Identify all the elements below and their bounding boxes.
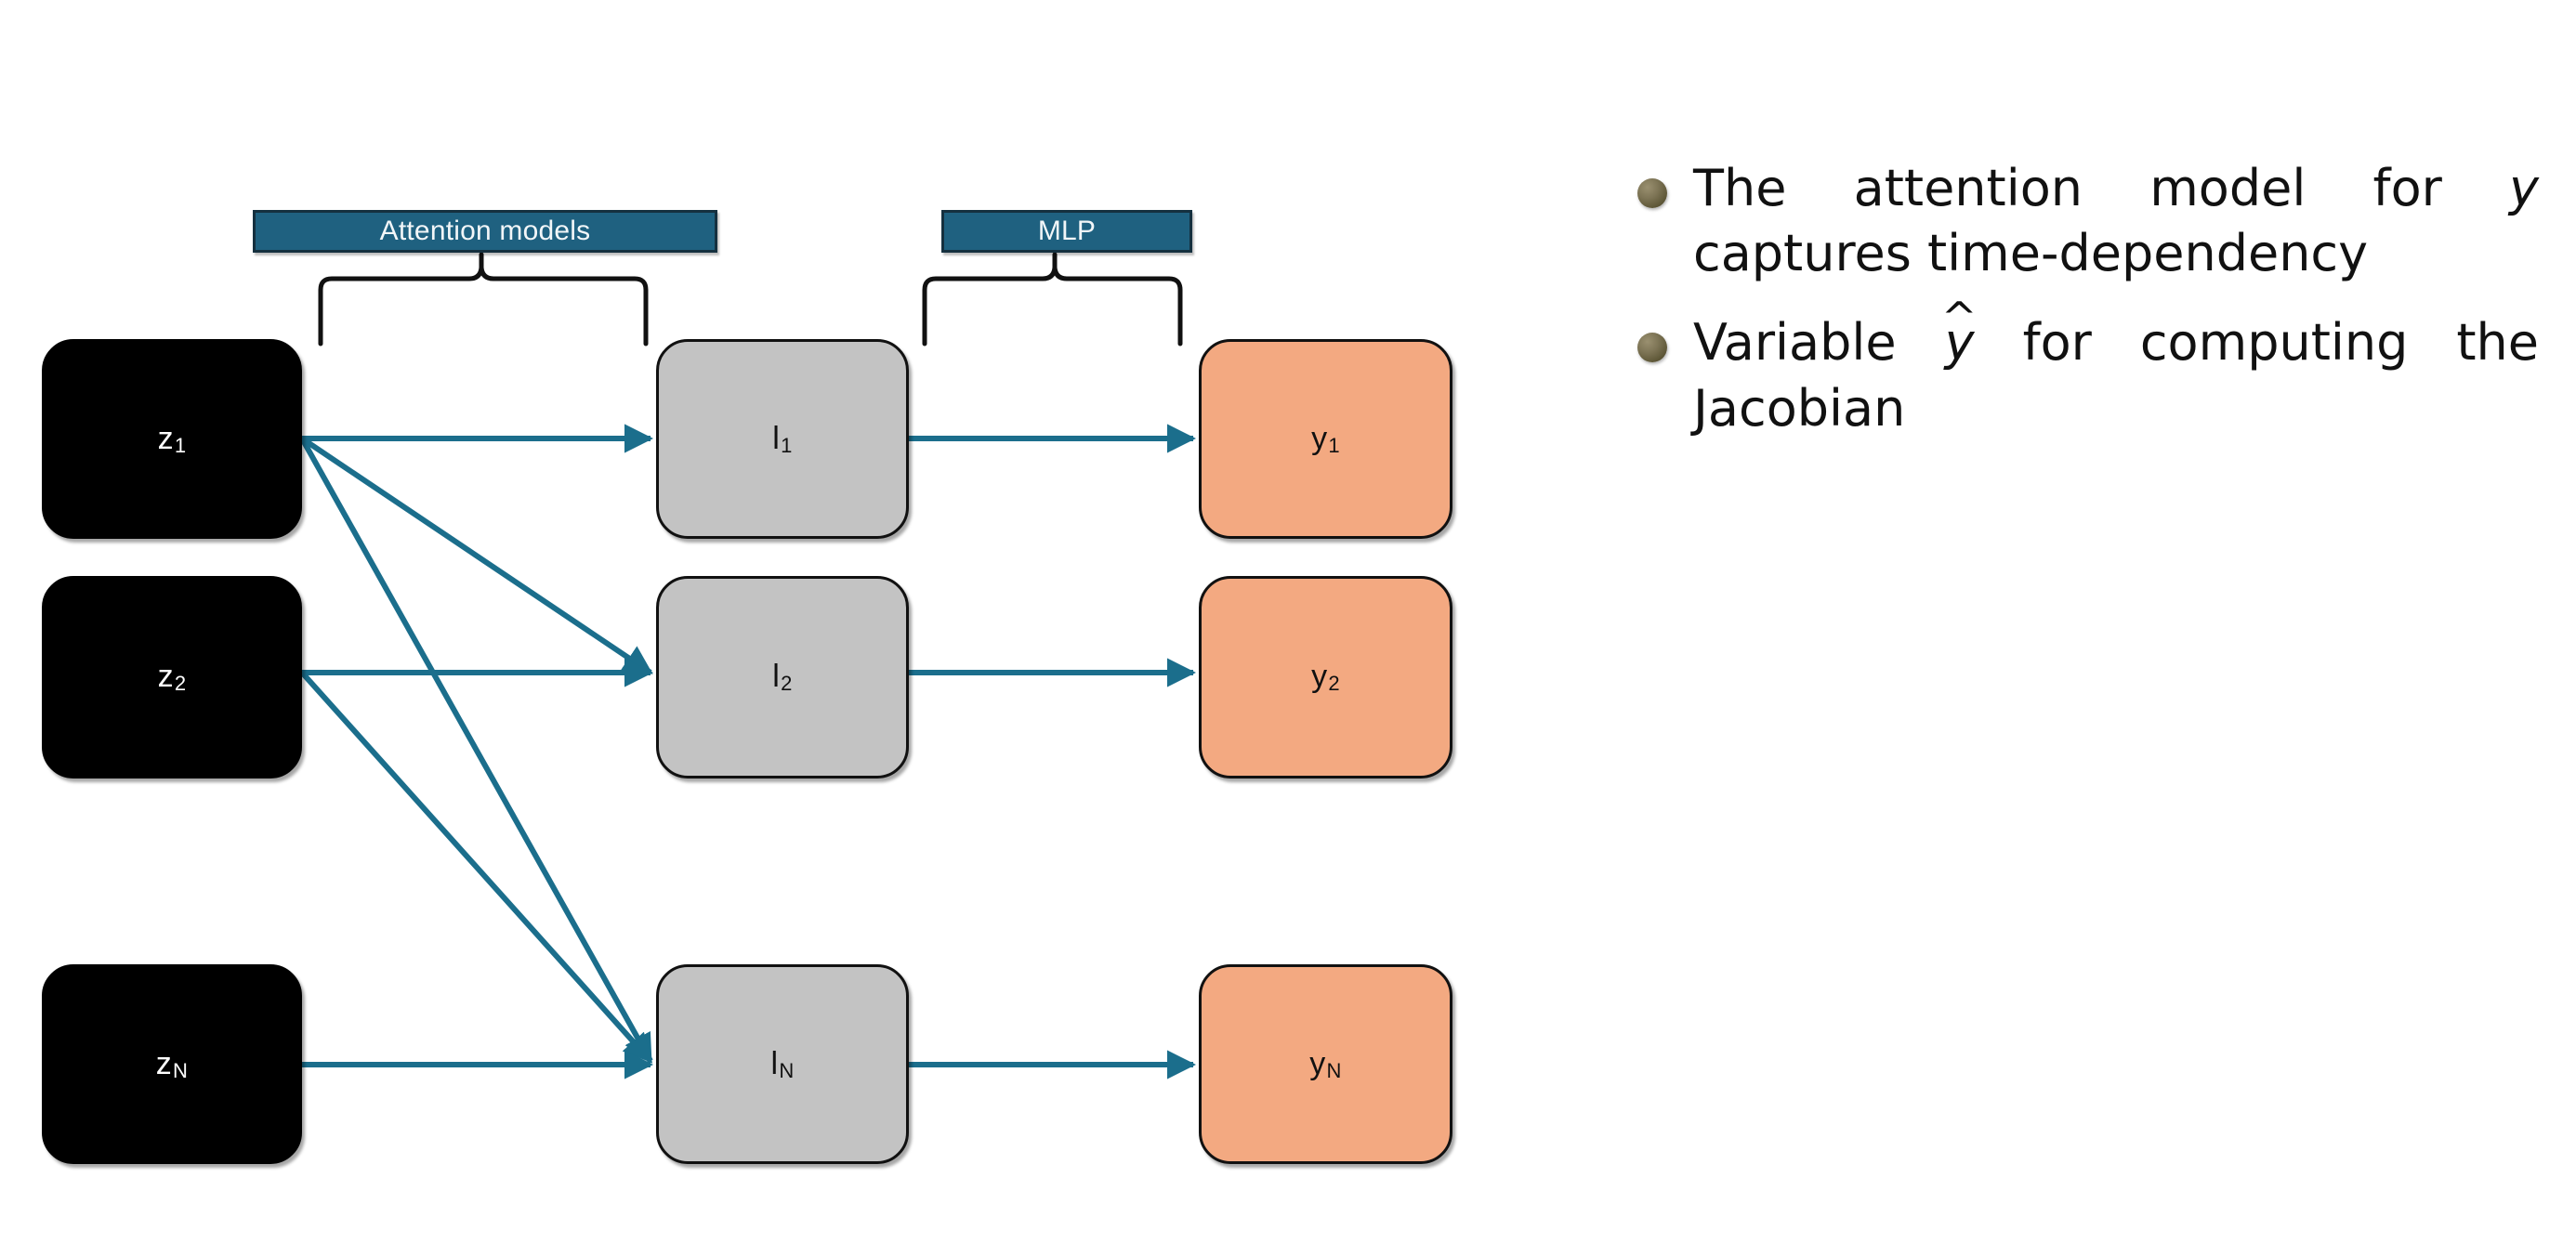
node-lN[interactable]: lN: [656, 964, 909, 1164]
node-l2[interactable]: l2: [656, 576, 909, 779]
architecture-diagram: Attention models MLP: [42, 210, 1452, 1164]
node-l1[interactable]: l1: [656, 339, 909, 539]
node-l2-label: l2: [772, 659, 793, 695]
node-z1[interactable]: z1: [42, 339, 302, 539]
bullet-attention-text: The attention model for y captures time-…: [1693, 156, 2539, 286]
group-label-attention-models-text: Attention models: [379, 216, 591, 246]
node-y1[interactable]: y1: [1199, 339, 1452, 539]
group-label-mlp[interactable]: MLP: [941, 210, 1192, 253]
bullet-2-part-2: for computing the Jacobian: [1693, 313, 2539, 438]
node-z1-label: z1: [157, 420, 187, 457]
node-yN[interactable]: yN: [1199, 964, 1452, 1164]
node-yN-label: yN: [1309, 1045, 1342, 1082]
list-item: The attention model for y captures time-…: [1637, 156, 2539, 286]
edge-z1-l2: [300, 436, 653, 675]
edge-z1-lN: [299, 437, 653, 1064]
bullet-jacobian-text: Variable y for computing the Jacobian: [1693, 310, 2539, 440]
bullet-sphere-icon: [1637, 178, 1667, 208]
brace-mlp: [922, 259, 1183, 347]
node-y2-label: y2: [1311, 659, 1340, 695]
bullet-1-part-2: captures time-dependency: [1693, 224, 2369, 283]
bullet-list: The attention model for y captures time-…: [1637, 156, 2539, 465]
node-y2[interactable]: y2: [1199, 576, 1452, 779]
node-lN-label: lN: [770, 1045, 795, 1082]
node-y1-label: y1: [1311, 420, 1340, 457]
list-item: Variable y for computing the Jacobian: [1637, 310, 2539, 440]
group-label-attention-models[interactable]: Attention models: [253, 210, 717, 253]
group-label-mlp-text: MLP: [1037, 216, 1097, 246]
edge-z2-lN: [299, 670, 653, 1064]
node-z2-label: z2: [157, 659, 187, 695]
node-l1-label: l1: [772, 420, 793, 457]
brace-attention-models: [318, 259, 649, 347]
bullet-2-part-0: Variable: [1693, 313, 1945, 373]
bullet-1-part-1: y: [2509, 159, 2539, 217]
node-zN-label: zN: [155, 1045, 189, 1082]
node-z2[interactable]: z2: [42, 576, 302, 779]
bullet-sphere-icon: [1637, 333, 1667, 363]
bullet-2-part-1-y-hat: y: [1945, 310, 1975, 375]
node-zN[interactable]: zN: [42, 964, 302, 1164]
group-braces: [318, 252, 1183, 347]
bullet-1-part-0: The attention model for: [1693, 159, 2510, 217]
